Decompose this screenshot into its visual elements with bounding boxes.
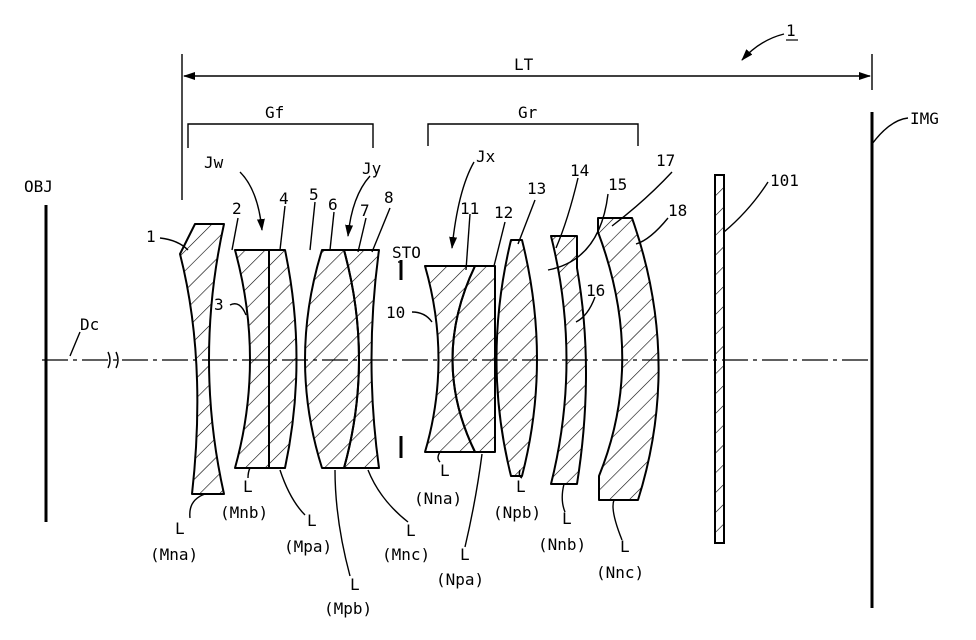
leader-surface-1 [159,237,189,251]
surface-label-12: 12 [494,203,513,222]
gr-bracket [427,123,639,146]
lens-label-mpa-l: L [307,511,317,530]
lens-label-mnc: (Mnc) [382,545,430,564]
joint-y-arrow [345,175,371,237]
lens-label-mpb-l: L [350,575,360,594]
lens-label-npa: (Npa) [436,570,484,589]
surface-label-17: 17 [656,151,675,170]
lens-label-nna: (Nna) [414,489,462,508]
lens-mnb [234,249,270,469]
leader-surface-16 [575,296,596,323]
surface-label-14: 14 [570,161,589,180]
surface-label-16: 16 [586,281,605,300]
gf-bracket [187,123,374,148]
axis-break-mark [107,351,119,369]
lens-label-npb: (Npb) [493,503,541,522]
leader-mpb [334,469,351,577]
leader-surface-12 [493,221,506,267]
leader-mna [189,493,206,519]
joint-x-arrow [449,161,475,249]
leader-surface-17 [611,171,673,227]
lens-label-mpa: (Mpa) [284,537,332,556]
lens-npa [451,265,496,453]
surface-label-8: 8 [384,188,394,207]
lens-label-nnb-l: L [562,509,572,528]
leader-npb [518,469,523,479]
lens-label-nna-l: L [440,461,450,480]
leader-surface-6 [329,211,335,251]
leader-mnb [247,467,251,479]
jy-label: Jy [362,159,382,178]
jx-label: Jx [476,147,496,166]
lens-mpa [268,249,298,469]
surface-label-15: 15 [608,175,627,194]
gf-label: Gf [265,103,284,122]
leader-dc [69,331,81,357]
lens-label-mnb: (Mnb) [220,503,268,522]
surface-label-5: 5 [309,185,319,204]
lens-label-npb-l: L [516,477,526,496]
leader-101 [723,181,769,233]
surface-label-3: 3 [214,295,224,314]
surface-label-6: 6 [328,195,338,214]
filter-ref-label: 101 [770,171,799,190]
surface-label-11: 11 [460,199,479,218]
lens-nnc [597,217,660,501]
surface-label-7: 7 [360,201,370,220]
lens-label-nnb: (Nnb) [538,535,586,554]
lens-nnb [550,235,587,485]
leader-surface-18 [635,217,669,245]
leader-npa [464,453,483,548]
lens-label-npa-l: L [460,545,470,564]
leader-surface-7 [357,217,367,253]
lens-mna [179,223,225,495]
lens-label-mpb: (Mpb) [324,599,372,618]
lens-npb [495,239,538,477]
leader-nnc [612,499,623,541]
leader-img [871,117,909,145]
leader-mnc [367,469,409,523]
leader-surface-14 [555,177,579,249]
obj-label: OBJ [24,177,53,196]
lens-label-nnc-l: L [620,537,630,556]
surface-label-2: 2 [232,199,242,218]
figure-ref-arrow [741,33,785,61]
joint-w-arrow [239,171,265,231]
surface-label-4: 4 [279,189,289,208]
leader-surface-5 [309,201,316,251]
leader-nnb [561,483,566,513]
leader-mpa [279,469,306,516]
surface-label-13: 13 [527,179,546,198]
filter-plate-101 [714,174,725,544]
dc-label: Dc [80,315,99,334]
leader-surface-4 [279,205,286,251]
leader-nna [437,451,441,463]
leader-lines [69,117,909,577]
leader-surface-3 [229,303,247,316]
leader-surface-2 [231,217,239,251]
lens-label-mnb-l: L [243,477,253,496]
lens-label-nnc: (Nnc) [596,563,644,582]
surface-label-1: 1 [146,227,156,246]
leader-surface-15 [547,193,609,271]
leader-surface-11 [465,213,471,271]
lt-label: LT [514,55,534,74]
figure-ref-label: 1 [786,21,796,40]
lens-label-mna: (Mna) [150,545,198,564]
lens-label-mna-l: L [175,519,185,538]
gr-label: Gr [518,103,538,122]
leader-surface-8 [371,207,391,253]
leader-surface-13 [517,199,536,245]
surface-label-10: 10 [386,303,405,322]
sto-label: STO [392,243,421,262]
jw-label: Jw [204,153,224,172]
img-label: IMG [910,109,939,128]
lens-mnc [343,249,380,469]
lens-label-mnc-l: L [406,521,416,540]
leader-surface-10 [411,311,433,323]
surface-label-18: 18 [668,201,687,220]
